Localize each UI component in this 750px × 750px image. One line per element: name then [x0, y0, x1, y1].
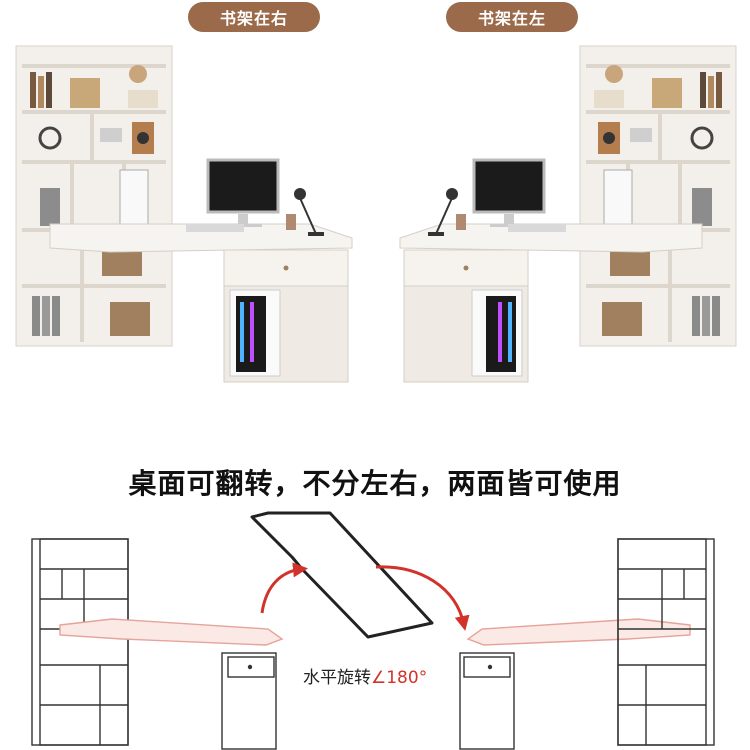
desk-lamp: [428, 188, 466, 236]
desk: [49, 223, 353, 383]
right-cabinet: [459, 652, 515, 750]
badge-shelf-left: 书架在左: [446, 2, 578, 32]
bookshelf: [15, 45, 173, 347]
desk-lamp: [286, 188, 324, 236]
badge-shelf-right: 书架在右: [188, 2, 320, 32]
desk-photo-left: [15, 45, 353, 383]
rotation-diagram: [31, 511, 715, 750]
left-shelf-outline: [31, 538, 129, 746]
desk: [399, 223, 703, 383]
desk-photo-right: [399, 45, 737, 383]
monitor: [186, 158, 280, 232]
left-desktop: [59, 618, 284, 646]
arrow-right-icon: [375, 565, 470, 631]
arrow-left-icon: [260, 562, 308, 614]
right-desktop: [466, 618, 691, 646]
rotation-text: 水平旋转: [303, 668, 371, 688]
monitor: [472, 158, 566, 232]
flip-desktop: [250, 511, 434, 639]
bookshelf: [579, 45, 737, 347]
headline: 桌面可翻转，不分左右，两面皆可使用: [128, 467, 622, 500]
rotation-angle: ∠180°: [371, 668, 428, 688]
left-cabinet: [221, 652, 277, 750]
right-shelf-outline: [617, 538, 715, 746]
rotation-label: 水平旋转∠180°: [303, 663, 427, 688]
